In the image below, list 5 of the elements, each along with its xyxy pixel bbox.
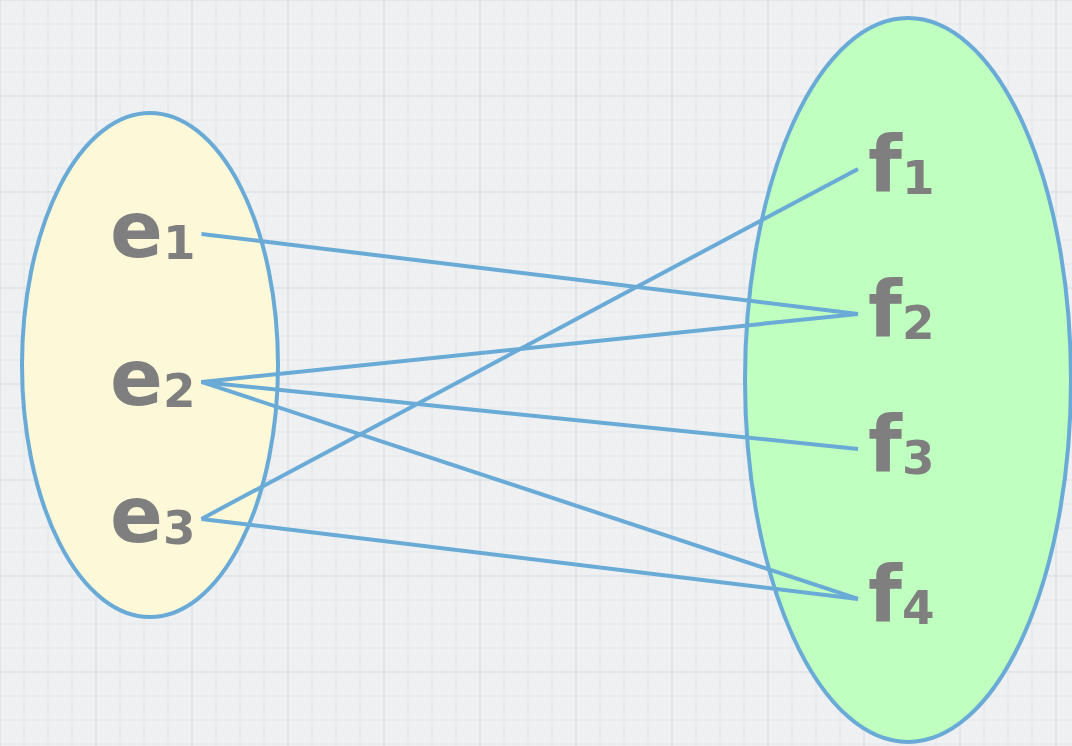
- connector-line: [201, 379, 859, 451]
- connector-line: [200, 167, 859, 521]
- connector-line: [201, 516, 859, 601]
- connector-line: [201, 311, 859, 384]
- set-ellipse: [20, 111, 280, 619]
